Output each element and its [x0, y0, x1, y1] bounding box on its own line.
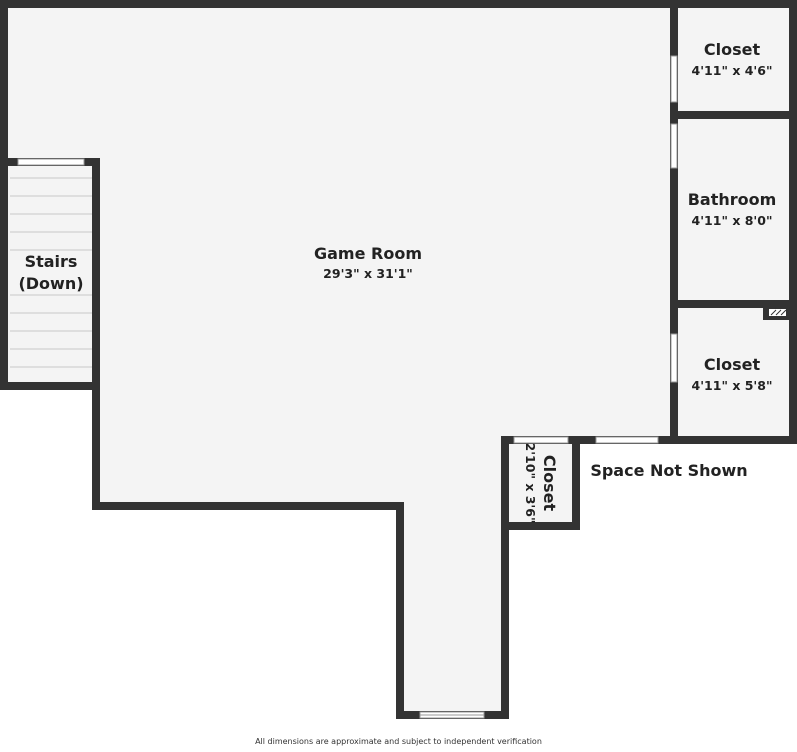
stair-treads: [10, 177, 93, 368]
closet-top-name: Closet: [704, 40, 761, 59]
bathroom-door: [670, 123, 678, 169]
disclaimer: All dimensions are approximate and subje…: [255, 737, 542, 746]
vent-fixture: [763, 306, 789, 320]
stairs-top-opening: [17, 158, 85, 166]
stairs-direction: (Down): [18, 274, 83, 293]
closet-small-name: Closet: [540, 455, 559, 512]
game-room-name: Game Room: [314, 244, 422, 263]
outer-wall: [0, 0, 797, 719]
space-not-shown-label: Space Not Shown: [590, 461, 747, 480]
closet-top-dims: 4'11" x 4'6": [692, 63, 773, 78]
closet-mid-door: [670, 333, 678, 383]
game-room-floor: [4, 4, 793, 715]
closet-small-dims: 2'10" x 3'6": [523, 443, 538, 524]
bathroom-name: Bathroom: [688, 190, 777, 209]
stairs-name: Stairs: [25, 252, 78, 271]
small-closet-door: [513, 436, 569, 444]
closet-top-door: [670, 55, 678, 103]
game-room-dims: 29'3" x 31'1": [323, 266, 413, 281]
bathroom-dims: 4'11" x 8'0": [692, 213, 773, 228]
space-not-shown-opening: [595, 436, 659, 444]
closet-mid-name: Closet: [704, 355, 761, 374]
closet-mid-dims: 4'11" x 5'8": [692, 378, 773, 393]
